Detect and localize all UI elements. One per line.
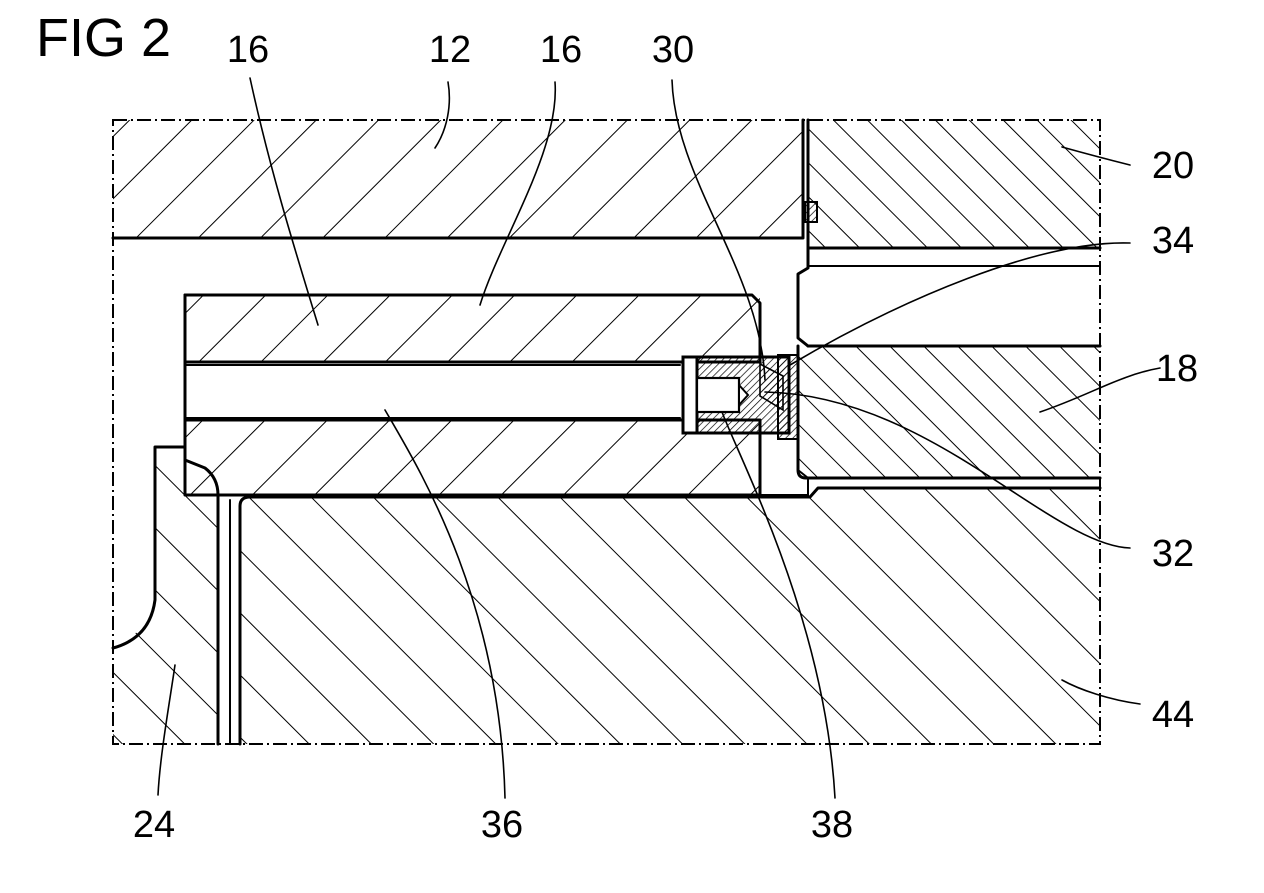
label-36: 36 xyxy=(481,804,523,846)
label-24: 24 xyxy=(133,804,175,846)
part-20 xyxy=(808,120,1100,248)
figure-title: FIG 2 xyxy=(36,8,171,68)
label-20: 20 xyxy=(1152,145,1194,187)
part-24 xyxy=(113,447,218,744)
part-12-housing xyxy=(113,120,803,238)
insert-assembly xyxy=(683,355,798,439)
label-12: 12 xyxy=(429,29,471,71)
part-44-base xyxy=(230,470,1100,744)
label-16b: 16 xyxy=(540,29,582,71)
label-44: 44 xyxy=(1152,694,1194,736)
label-34: 34 xyxy=(1152,220,1194,262)
seal-element xyxy=(805,202,817,222)
part-18 xyxy=(798,346,1100,478)
part-16-tube xyxy=(185,295,760,495)
label-32: 32 xyxy=(1152,533,1194,575)
label-16a: 16 xyxy=(227,29,269,71)
label-30: 30 xyxy=(652,29,694,71)
label-18: 18 xyxy=(1156,348,1198,390)
label-38: 38 xyxy=(811,804,853,846)
